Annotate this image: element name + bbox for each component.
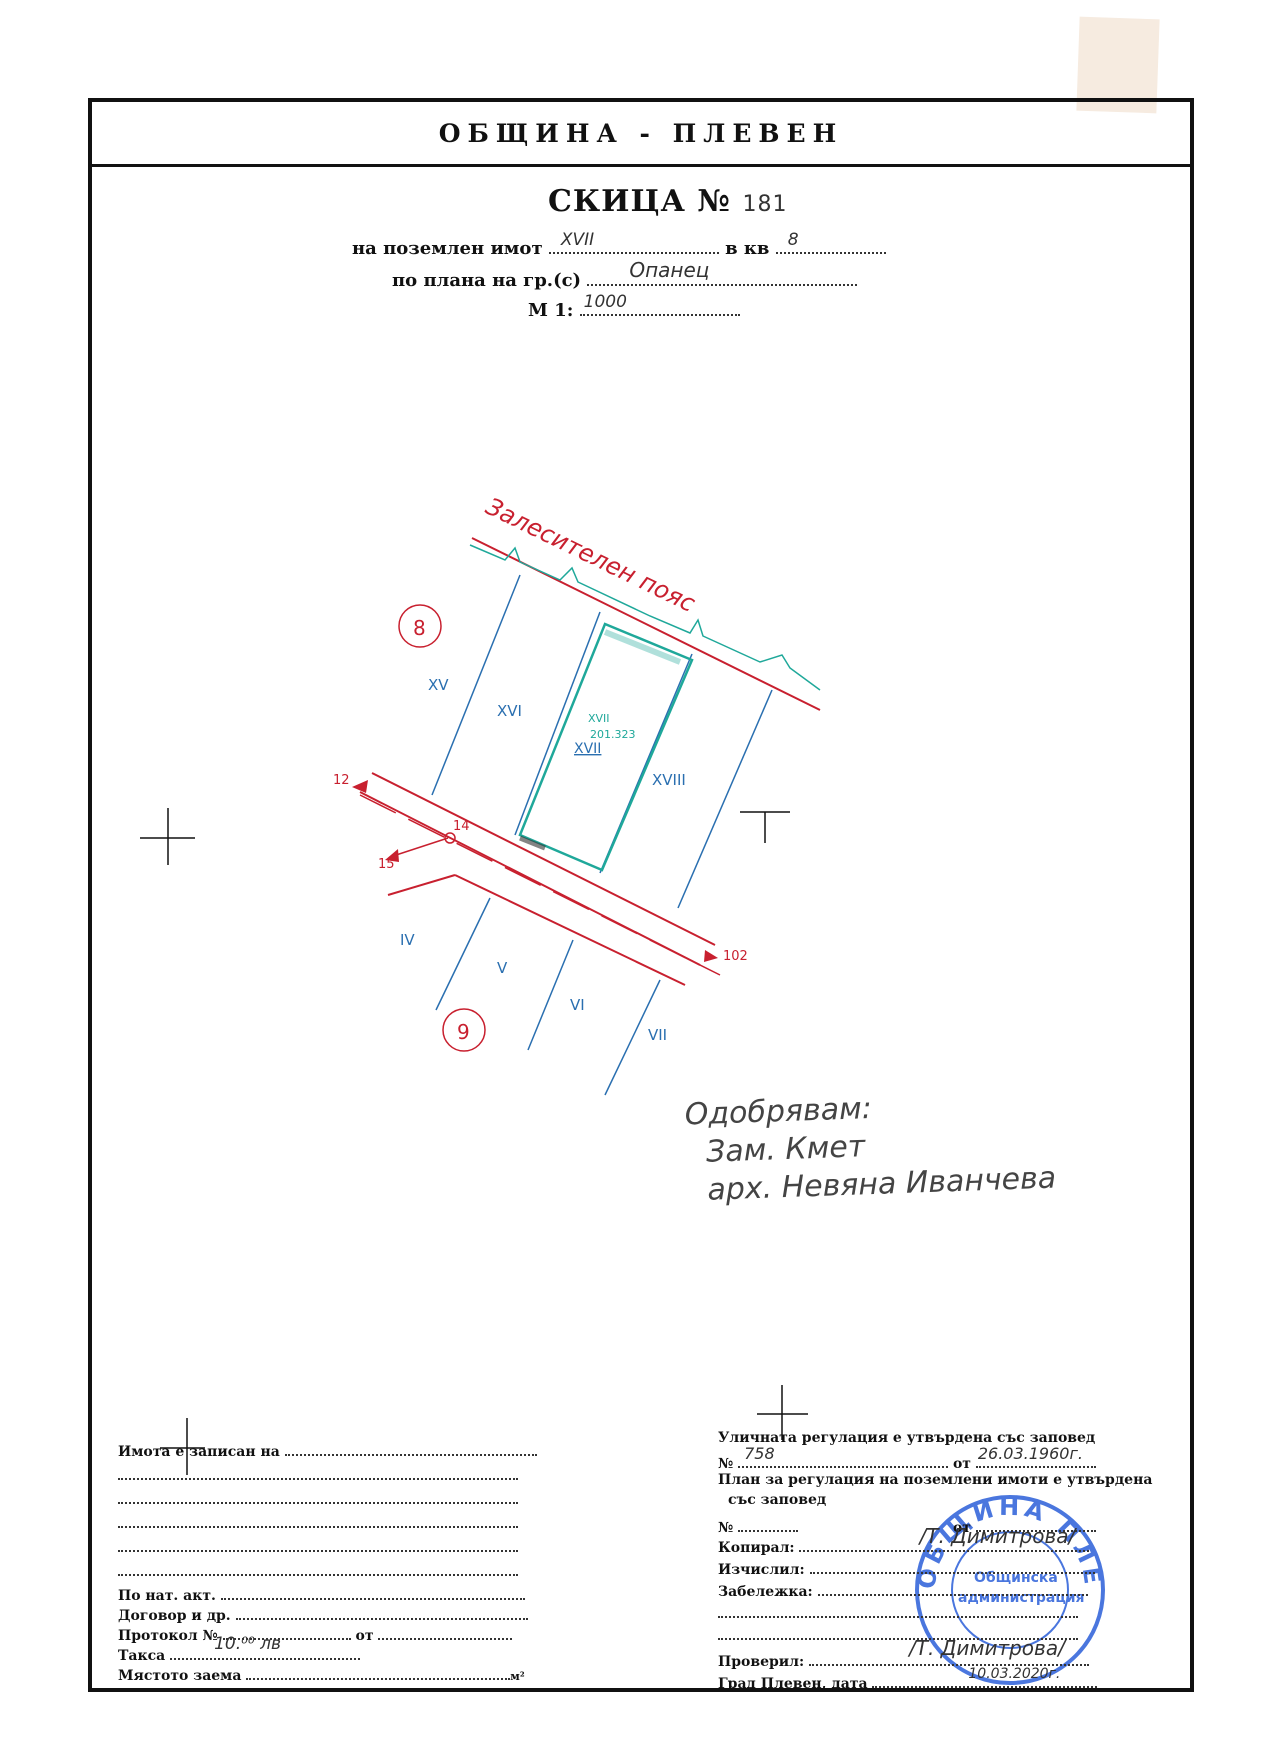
order-date-label: от xyxy=(952,1456,971,1472)
lot-label-xv: XV xyxy=(428,676,449,694)
block-9-circle xyxy=(442,1008,486,1052)
sketch-heading: СКИЦА № 181 xyxy=(548,184,787,219)
lot-line-4 xyxy=(677,689,773,909)
city-date-value: 10.03.2020г. xyxy=(968,1666,1061,1682)
forest-belt-edge xyxy=(469,544,821,691)
order-date-value: 26.03.1960г. xyxy=(977,1444,1083,1463)
block-8-circle xyxy=(398,604,442,648)
contract-label: Договор и др. xyxy=(118,1608,231,1624)
area-label: Мястото заема xyxy=(118,1668,242,1684)
order2-from-label: от xyxy=(952,1520,971,1536)
property-label: на поземлен имот xyxy=(352,238,543,259)
municipality-title: ОБЩИНА - ПЛЕВЕН xyxy=(438,118,844,148)
registration-cross-left xyxy=(140,808,195,865)
street-line-south xyxy=(454,874,686,986)
registration-block: Имота е записан на По нат. акт. Договор … xyxy=(118,1438,537,1684)
checked-value: /Т. Димитрова/ xyxy=(909,1636,1065,1660)
stamp-ring-text: ОБЩИНА ПЛЕВЕН xyxy=(0,0,1103,1591)
block-label: в кв xyxy=(725,238,770,259)
lot-label-xvi: XVI xyxy=(497,702,522,720)
lot-label-v: V xyxy=(497,959,508,977)
lot-line-6 xyxy=(527,939,574,1051)
lot-line-5 xyxy=(435,897,491,1011)
scale-value: 1000 xyxy=(583,292,627,312)
municipality-header: ОБЩИНА - ПЛЕВЕН xyxy=(92,102,1190,167)
lot-xvii-hatch-bottom xyxy=(519,835,546,851)
block-value: 8 xyxy=(787,230,799,250)
scale-label: М 1: xyxy=(528,300,574,321)
city-date-label: Град Плевен, дата xyxy=(718,1676,868,1692)
order-no-label: № xyxy=(718,1456,734,1472)
lot-label-xvii-small: XVII xyxy=(588,712,610,725)
drafted-value: /Т. Димитрова/ xyxy=(919,1524,1076,1548)
protocol-label: Протокол № xyxy=(118,1628,218,1644)
forest-belt-label: Залесителен пояс xyxy=(481,492,699,618)
calc-label: Изчислил: xyxy=(718,1562,805,1578)
arrow-12 xyxy=(352,780,368,793)
lot-line-2 xyxy=(514,611,601,836)
sketch-number: 181 xyxy=(742,192,788,217)
street-line-upper xyxy=(371,772,716,946)
notary-label: По нат. акт. xyxy=(118,1588,216,1604)
property-value: XVII xyxy=(560,230,595,250)
property-line: на поземлен имот XVII в кв 8 xyxy=(352,230,886,259)
area-unit: м² xyxy=(510,1670,525,1683)
plan-value: Опанец xyxy=(629,258,710,282)
arrow-15-shaft xyxy=(389,837,449,858)
fee-label: Такса xyxy=(118,1648,166,1664)
order2-no-label: № xyxy=(718,1520,734,1536)
scale-line: М 1: 1000 xyxy=(528,292,740,321)
point-14: 14 xyxy=(453,819,470,834)
street-regulation: Уличната регулация е утвърдена със запов… xyxy=(718,1430,1096,1446)
point-14-marker xyxy=(444,832,456,844)
drafted-label: Копирал: xyxy=(718,1540,795,1556)
lot-line-1 xyxy=(431,574,521,796)
plan-regulation-line1: План за регулация на поземлени имоти е у… xyxy=(718,1472,1153,1488)
stamp-center-line1: Общинска xyxy=(974,1570,1058,1586)
street-branch xyxy=(387,874,456,896)
lot-label-xviii: XVIII xyxy=(652,771,686,789)
registration-cross-bottom-right xyxy=(757,1385,808,1440)
checked-label: Проверил: xyxy=(718,1654,805,1670)
owner-label: Имота е записан на xyxy=(118,1444,280,1460)
point-102: 102 xyxy=(723,949,748,964)
svg-text:ОБЩИНА ПЛЕВЕН: ОБЩИНА ПЛЕВЕН xyxy=(0,0,1103,1591)
registration-cross-right xyxy=(740,811,790,843)
block-bottom-label: 9 xyxy=(457,1020,470,1044)
lot-number: 201.323 xyxy=(590,728,636,741)
lot-xvii-outline xyxy=(518,622,694,872)
arrow-15 xyxy=(385,849,399,862)
lot-line-7 xyxy=(604,979,661,1096)
lot-label-xvii: XVII xyxy=(574,741,601,757)
note-label: Забележка: xyxy=(718,1584,813,1600)
approval-note: Одобрявам: Зам. Кмет арх. Невяна Иванчев… xyxy=(684,1084,1057,1211)
document-frame: ОБЩИНА - ПЛЕВЕН xyxy=(88,98,1194,1692)
street-axis xyxy=(359,794,721,976)
point-15: 15 xyxy=(378,857,395,872)
orders-block: Уличната регулация е утвърдена със запов… xyxy=(718,1430,1152,1692)
plan-regulation-line2: със заповед xyxy=(728,1492,827,1508)
plan-line: по плана на гр.(с) Опанец xyxy=(392,258,858,291)
street-line-lower xyxy=(359,791,701,966)
sketch-title: СКИЦА № xyxy=(548,184,731,219)
plan-label: по плана на гр.(с) xyxy=(392,270,582,291)
arrow-102 xyxy=(704,950,718,962)
point-12: 12 xyxy=(333,773,350,788)
lot-label-vi: VI xyxy=(570,996,585,1014)
fee-value: 10.⁰⁰ лв xyxy=(214,1634,282,1654)
protocol-from-label: от xyxy=(355,1628,374,1644)
lot-label-vii: VII xyxy=(648,1026,667,1044)
lot-label-iv: IV xyxy=(400,931,415,949)
block-top-label: 8 xyxy=(413,616,426,640)
registration-cross-bottom-left xyxy=(160,1418,205,1475)
order-no-value: 758 xyxy=(744,1444,775,1463)
lot-xvii-hatch-top xyxy=(603,629,682,665)
